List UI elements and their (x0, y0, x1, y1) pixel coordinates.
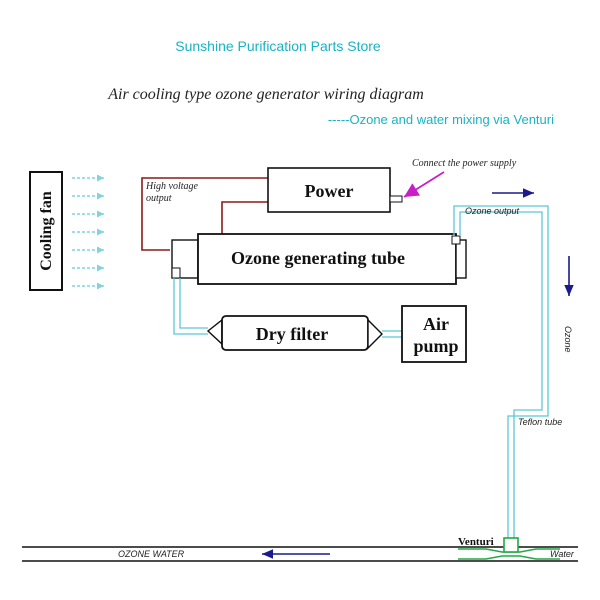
venturi-injector (458, 537, 560, 560)
high-voltage-wires (141, 177, 268, 251)
power-label: Power (305, 181, 354, 201)
air-pump: Air pump (401, 305, 467, 363)
venturi-bottom-line (458, 555, 560, 560)
water-pipe (22, 546, 578, 562)
ozone-water-label: OZONE WATER (118, 549, 185, 559)
connect-power-arrow (403, 171, 445, 198)
ozone-output-label: Ozone output (465, 206, 520, 216)
page-title: Air cooling type ozone generator wiring … (107, 86, 424, 103)
page-subtitle: -----Ozone and water mixing via Venturi (328, 112, 554, 127)
ozone-tube-label: Ozone generating tube (231, 248, 405, 268)
airflow-arrows (72, 174, 104, 290)
teflon-pipes (173, 205, 549, 540)
hv-wire-left (141, 177, 268, 251)
teflon-tube-label: Teflon tube (518, 417, 562, 427)
cooling-fan: Cooling fan (29, 171, 63, 291)
pipe-ozone-out-b (459, 211, 543, 540)
dry-filter: Dry filter (206, 315, 383, 351)
hv-wire-right (221, 201, 268, 234)
store-name: Sunshine Purification Parts Store (175, 38, 381, 54)
water-label: Water (550, 549, 575, 559)
ozone-generating-tube: Ozone generating tube (171, 233, 467, 285)
pipe-tube-to-filter-a (173, 278, 208, 335)
venturi-label: Venturi (458, 536, 494, 548)
dry-filter-label: Dry filter (256, 324, 328, 344)
air-pump-label-2: pump (413, 336, 458, 356)
pipe-tube-to-filter-b (179, 278, 208, 329)
connect-power-label: Connect the power supply (412, 158, 517, 169)
ozone-label: Ozone (563, 326, 573, 353)
cooling-fan-label: Cooling fan (38, 191, 55, 271)
high-voltage-label-2: output (146, 193, 172, 204)
venturi-inlet (503, 537, 519, 553)
air-pump-label-1: Air (423, 314, 449, 334)
power-supply: Power (267, 167, 403, 213)
pipe-ozone-out-a (453, 205, 549, 540)
high-voltage-label-1: High voltage (145, 181, 198, 192)
